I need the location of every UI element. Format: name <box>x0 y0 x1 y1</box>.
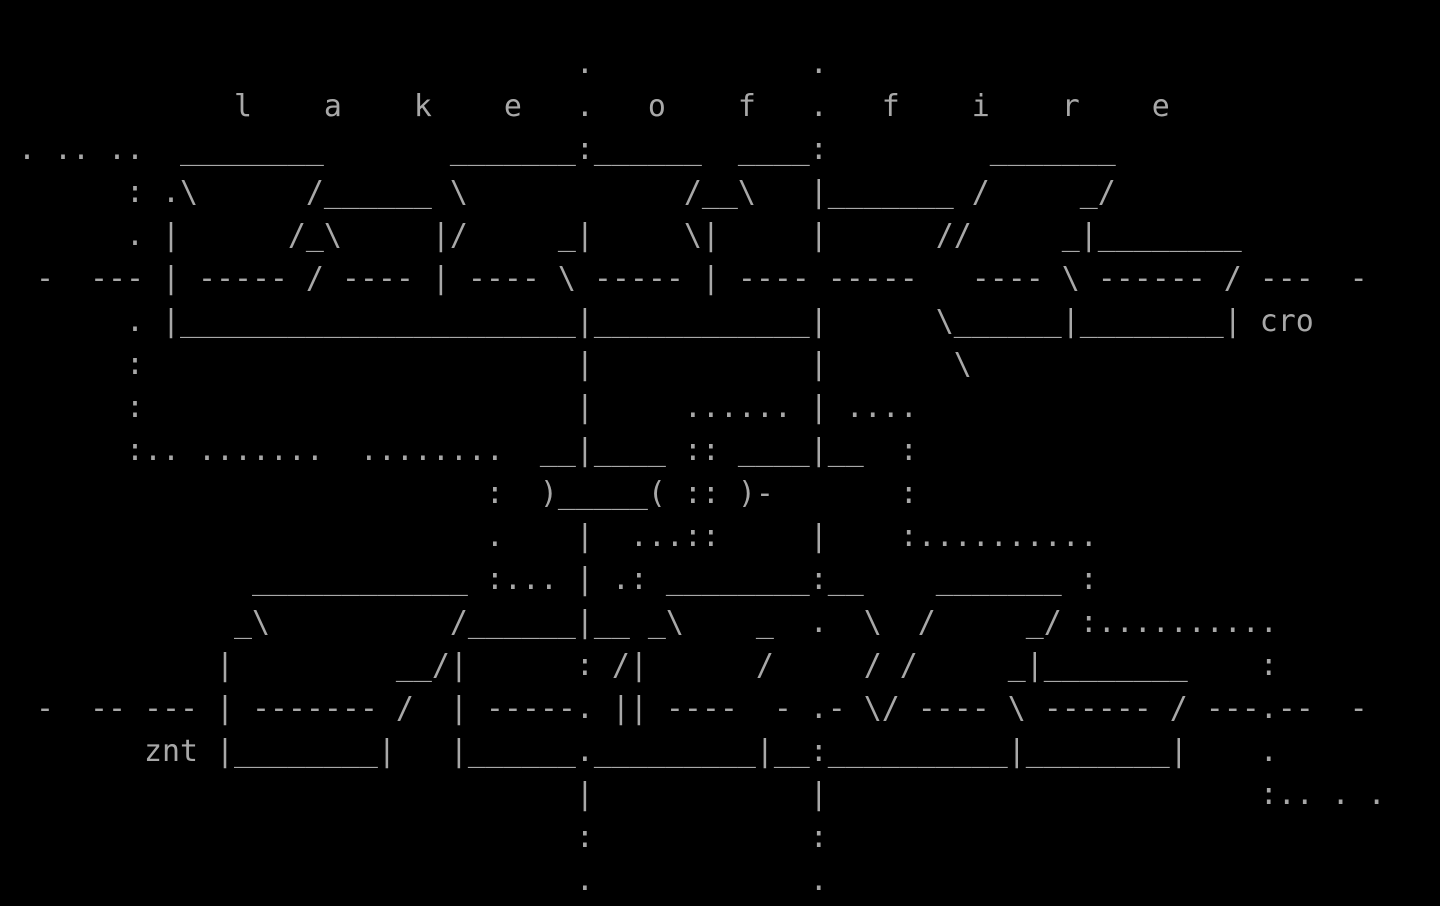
ascii-art-line: :.. ....... ........ __|____ :: ____|__ … <box>0 433 918 468</box>
ascii-art-line: | __/| : /| / / / _|________ : <box>0 648 1278 683</box>
ascii-art-line: ____________ :... | .: ________:__ _____… <box>0 562 1098 597</box>
ascii-art-line: . | /_\ |/ _| \| | // _|________ <box>0 218 1242 253</box>
ascii-art-line: : : <box>0 820 828 855</box>
ascii-art-line: : .\ /______ \ /__\ |_______ / _/ <box>0 175 1116 210</box>
ascii-art-line: . | ...:: | :.......... <box>0 519 1098 554</box>
ascii-art-line: . . <box>0 46 828 81</box>
ascii-art-line: : )_____( :: )- : <box>0 476 918 511</box>
ascii-art-title-line: l a k e . o f . f i r e <box>0 89 1170 124</box>
ascii-art-line: - --- | ----- / ---- | ---- \ ----- | --… <box>0 261 1368 296</box>
ascii-art-line: . |______________________|____________| … <box>0 304 1314 339</box>
ascii-art-line: : | ...... | .... <box>0 390 918 425</box>
ascii-art-line: | | :.. . . <box>0 777 1386 812</box>
ascii-art-line: : | | \ <box>0 347 972 382</box>
ascii-art-line: znt |________| |______._________|__:____… <box>0 734 1278 769</box>
ascii-art-line: _\ /______|__ _\ _ . \ / _/ :.......... <box>0 605 1278 640</box>
ascii-art-line: . .. .. ________ _______:______ ____: __… <box>0 132 1116 167</box>
ascii-art-line: . . <box>0 863 828 898</box>
ascii-art-line: - -- --- | ------- / | -----. || ---- - … <box>0 691 1368 726</box>
